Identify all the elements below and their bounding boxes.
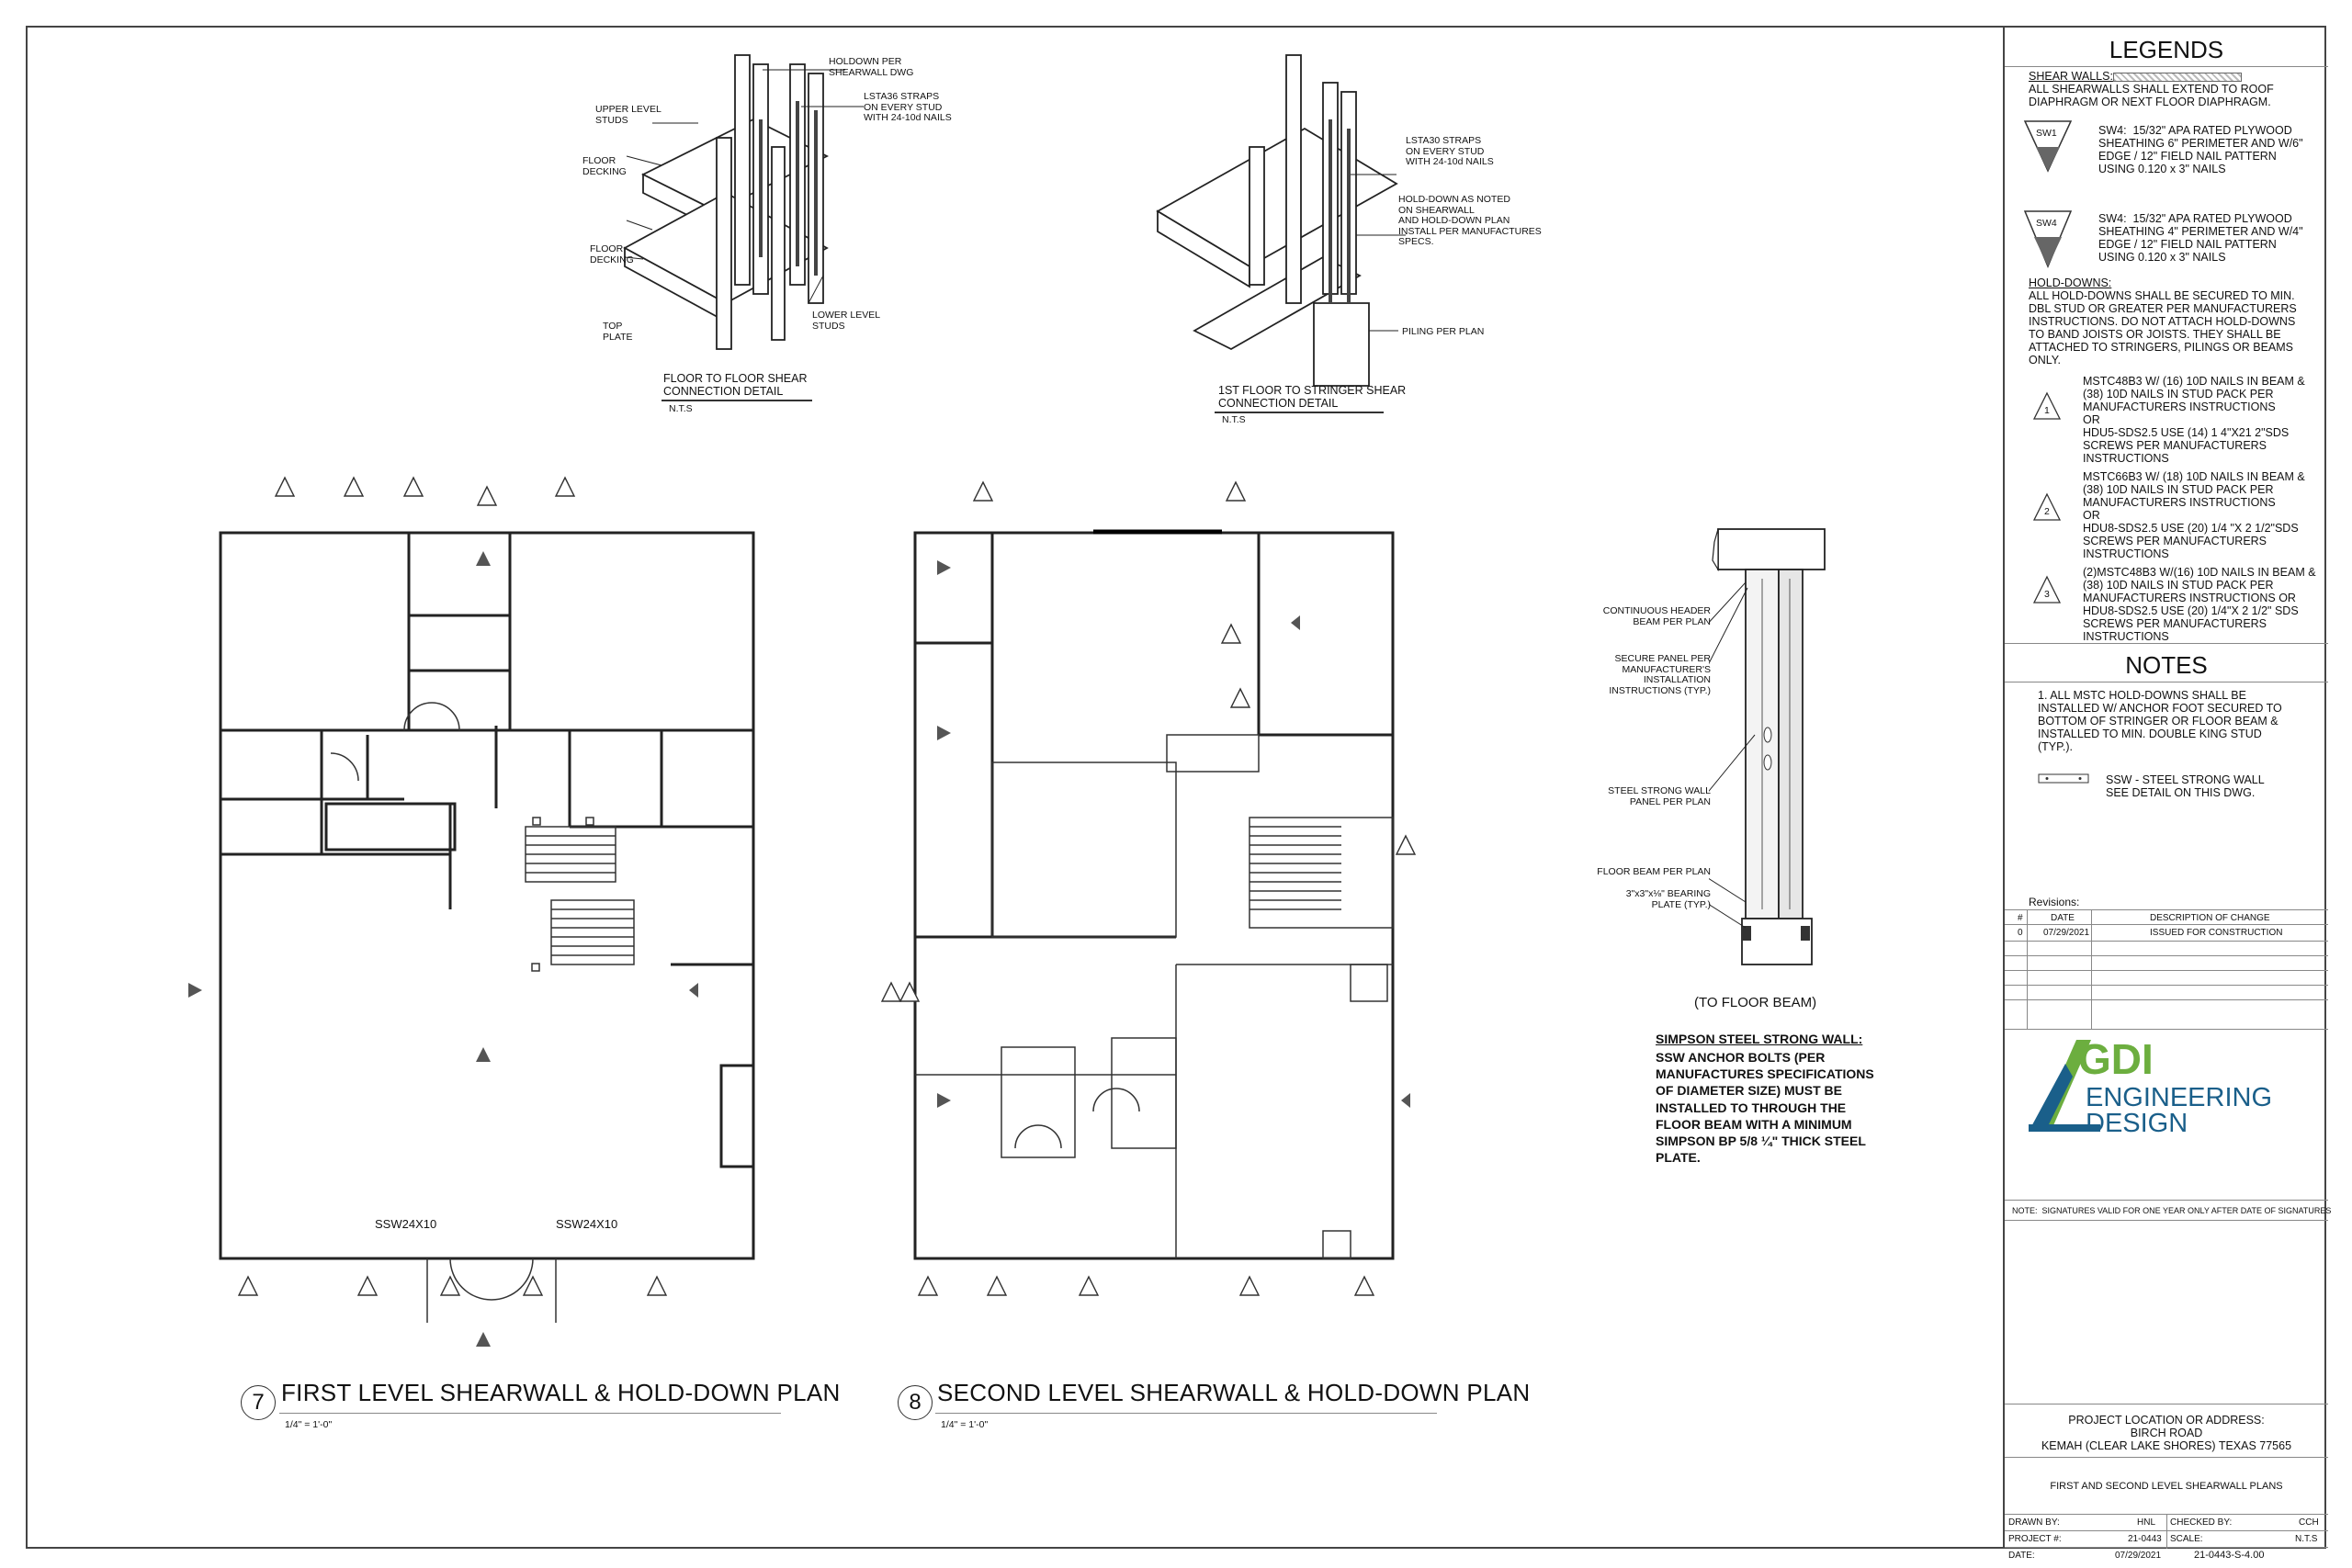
plan8-number: 8 [898, 1385, 933, 1420]
legend-shear-walls-text: ALL SHEARWALLS SHALL EXTEND TO ROOF DIAP… [2029, 83, 2274, 108]
d2-title: 1ST FLOOR TO STRINGER SHEAR CONNECTION D… [1218, 384, 1407, 410]
rev-row-date: 07/29/2021 [2043, 928, 2090, 938]
project-no-label: PROJECT #: [2008, 1534, 2062, 1544]
floor-to-stringer-detail [1156, 54, 1406, 387]
d1-straps-label: LSTA36 STRAPS ON EVERY STUD WITH 24-10d … [864, 91, 952, 124]
d1-holdown-label: HOLDOWN PER SHEARWALL DWG [829, 56, 914, 78]
plan7-title: FIRST LEVEL SHEARWALL & HOLD-DOWN PLAN [281, 1379, 841, 1406]
ssw-floor-beam-label: FLOOR BEAM PER PLAN [1597, 866, 1711, 877]
title-block: LEGENDS SHEAR WALLS: ALL SHEARWALLS SHAL… [2003, 26, 2331, 1561]
d2-straps-label: LSTA30 STRAPS ON EVERY STUD WITH 24-10d … [1406, 135, 1494, 168]
hd3-tag: 3 [2044, 589, 2050, 600]
ssw-caption: (TO FLOOR BEAM) [1694, 995, 1817, 1010]
legends-title: LEGENDS [2109, 36, 2224, 63]
d2-piling-label: PILING PER PLAN [1402, 326, 1485, 337]
scale-label: SCALE: [2170, 1534, 2203, 1544]
d2-scale: N.T.S [1222, 414, 1246, 425]
legend-holdowns-head: HOLD-DOWNS: [2029, 276, 2112, 289]
project-address-2: KEMAH (CLEAR LAKE SHORES) TEXAS 77565 [2041, 1439, 2292, 1452]
ssw-panel-label: STEEL STRONG WALL PANEL PER PLAN [1608, 785, 1711, 807]
sw4-tag: SW4 [2036, 218, 2057, 229]
rev-col-date: DATE [2051, 913, 2075, 923]
legend-sw4-text: SW4: 15/32" APA RATED PLYWOOD SHEATHING … [2098, 212, 2303, 264]
note-ssw: SSW - STEEL STRONG WALL SEE DETAIL ON TH… [2106, 773, 2265, 799]
checked-by-label: CHECKED BY: [2170, 1517, 2233, 1528]
rev-row-num: 0 [2018, 928, 2023, 938]
ssw-head: SIMPSON STEEL STRONG WALL: [1656, 1032, 1863, 1046]
sw1-tag: SW1 [2036, 128, 2057, 139]
first-level-plan [188, 476, 755, 1347]
legend-sw1-text: SW4: 15/32" APA RATED PLYWOOD SHEATHING … [2098, 124, 2303, 175]
d1-floor-decking-1-label: FLOOR DECKING [582, 155, 627, 177]
ssw-header-label: CONTINUOUS HEADER BEAM PER PLAN [1602, 605, 1711, 627]
rev-row-desc: ISSUED FOR CONSTRUCTION [2150, 928, 2283, 938]
plan8-scale: 1/4" = 1'-0" [941, 1419, 989, 1430]
signature-note: NOTE: SIGNATURES VALID FOR ONE YEAR ONLY… [2012, 1206, 2332, 1215]
d1-lower-studs-label: LOWER LEVEL STUDS [812, 310, 881, 332]
holddown-1-icon [2032, 391, 2062, 420]
d1-floor-decking-2-label: FLOOR DECKING [590, 243, 634, 265]
d1-top-plate-label: TOP PLATE [603, 321, 633, 343]
note-1: 1. ALL MSTC HOLD-DOWNS SHALL BE INSTALLE… [2038, 689, 2282, 753]
rev-col-desc: DESCRIPTION OF CHANGE [2150, 913, 2270, 923]
hd2-tag: 2 [2044, 506, 2050, 517]
floor-to-floor-detail [623, 54, 864, 350]
project-address-1: BIRCH ROAD [2130, 1427, 2203, 1439]
legend-shear-walls-head: SHEAR WALLS: [2029, 70, 2113, 83]
d1-scale: N.T.S [669, 403, 693, 414]
logo-engineering: ENGINEERING [2086, 1083, 2273, 1112]
plan7-ssw-right: SSW24X10 [556, 1217, 618, 1231]
d1-title: FLOOR TO FLOOR SHEAR CONNECTION DETAIL [663, 372, 808, 398]
sheet-border [26, 26, 2326, 1549]
plan7-scale: 1/4" = 1'-0" [285, 1419, 333, 1430]
sw1-symbol-icon [2023, 120, 2073, 173]
drawn-by-label: DRAWN BY: [2008, 1517, 2060, 1528]
d2-holddown-label: HOLD-DOWN AS NOTED ON SHEARWALL AND HOLD… [1398, 194, 1542, 248]
hd1-tag: 1 [2044, 405, 2050, 416]
plan8-title: SECOND LEVEL SHEARWALL & HOLD-DOWN PLAN [937, 1379, 1531, 1406]
d1-upper-studs-label: UPPER LEVEL STUDS [595, 104, 662, 126]
project-no: 21-0443 [2128, 1534, 2162, 1544]
sheet-number: 21-0443-S-4.00 [2194, 1550, 2265, 1561]
second-level-plan [880, 480, 1417, 1296]
legend-hd1-text: MSTC48B3 W/ (16) 10D NAILS IN BEAM & (38… [2083, 375, 2305, 465]
checked-by: CCH [2299, 1517, 2319, 1528]
rev-col-num: # [2018, 913, 2023, 923]
ssw-bearing-label: 3"x3"x⅛" BEARING PLATE (TYP.) [1625, 888, 1711, 910]
sheet-title: FIRST AND SECOND LEVEL SHEARWALL PLANS [2050, 1481, 2283, 1492]
legend-holdowns-text: ALL HOLD-DOWNS SHALL BE SECURED TO MIN. … [2029, 289, 2297, 367]
scale-value: N.T.S [2295, 1534, 2318, 1544]
logo-design: DESIGN [2086, 1109, 2188, 1138]
logo-gdi: GDI [2078, 1035, 2154, 1083]
project-label: PROJECT LOCATION OR ADDRESS: [2068, 1414, 2265, 1427]
plan7-ssw-left: SSW24X10 [375, 1217, 437, 1231]
revisions-title: Revisions: [2029, 896, 2080, 908]
steel-strong-wall-detail [1709, 528, 1826, 965]
legend-hd2-text: MSTC66B3 W/ (18) 10D NAILS IN BEAM & (38… [2083, 470, 2305, 560]
shearwall-hatch-swatch [2113, 73, 2242, 82]
drawn-by: HNL [2137, 1517, 2156, 1528]
gdi-logo-mark-icon [2029, 1040, 2100, 1132]
holddown-3-icon [2032, 575, 2062, 604]
legend-hd3-text: (2)MSTC48B3 W/(16) 10D NAILS IN BEAM & (… [2083, 566, 2316, 643]
date-label: DATE: [2008, 1551, 2035, 1561]
notes-title: NOTES [2125, 651, 2208, 679]
ssw-secure-label: SECURE PANEL PER MANUFACTURER'S INSTALLA… [1609, 653, 1711, 696]
date-value: 07/29/2021 [2115, 1551, 2162, 1561]
ssw-body: SSW ANCHOR BOLTS (PER MANUFACTURES SPECI… [1656, 1050, 1874, 1166]
plan7-number: 7 [241, 1385, 276, 1420]
holddown-2-icon [2032, 492, 2062, 521]
ssw-symbol-icon [2038, 773, 2089, 784]
sw4-symbol-icon [2023, 210, 2073, 268]
